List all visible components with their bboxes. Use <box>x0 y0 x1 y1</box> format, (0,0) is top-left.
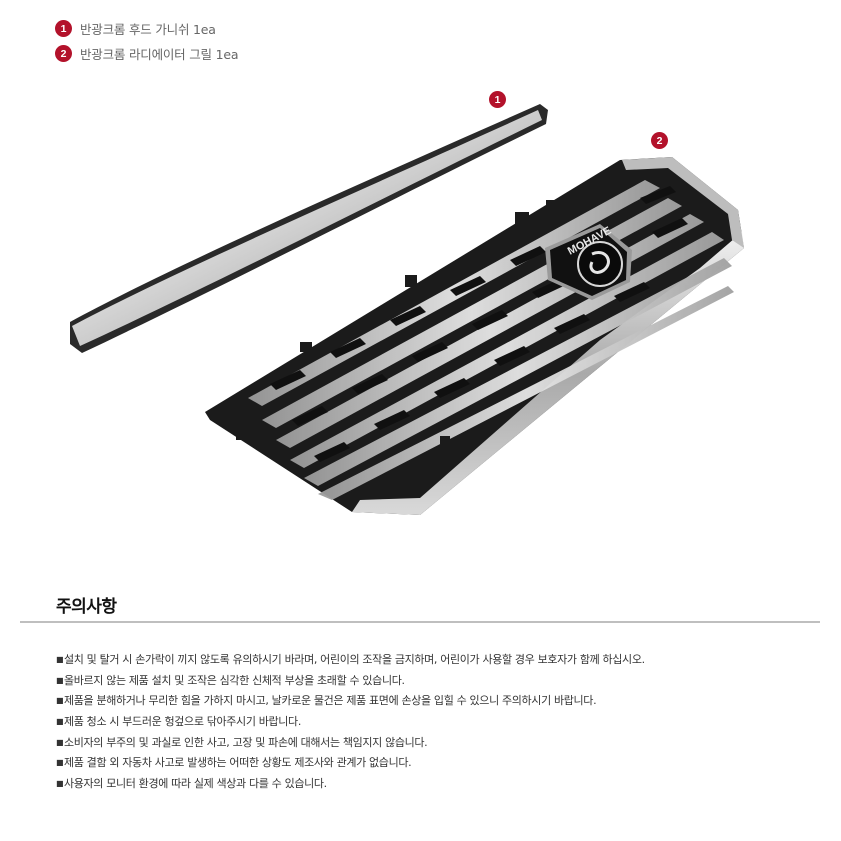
divider <box>20 621 820 623</box>
callout-2: 2 <box>651 132 668 149</box>
list-item: ■제품을 분해하거나 무리한 힘을 가하지 마시고, 날카로운 물건은 제품 표… <box>56 691 645 712</box>
item-1: 1 반광크롬 후드 가니쉬 1ea <box>55 19 216 38</box>
bullet-icon: ■ <box>56 675 64 685</box>
list-item: ■사용자의 모니터 환경에 따라 실제 색상과 다를 수 있습니다. <box>56 774 645 795</box>
bullet-icon: ■ <box>56 737 64 747</box>
bullet-icon: ■ <box>56 655 64 664</box>
bullet-icon: ■ <box>56 717 64 727</box>
item-number-badge: 2 <box>55 45 72 62</box>
callout-1: 1 <box>489 91 506 108</box>
item-number-badge: 1 <box>55 20 72 37</box>
list-item: ■올바르지 않는 제품 설치 및 조작은 심각한 신체적 부상을 초래할 수 있… <box>56 671 645 692</box>
item-2: 2 반광크롬 라디에이터 그릴 1ea <box>55 44 239 63</box>
bullet-icon: ■ <box>56 696 64 706</box>
bullet-icon: ■ <box>56 758 64 768</box>
precaution-list: ■설치 및 탈거 시 손가락이 끼지 않도록 유의하시기 바라며, 어린이의 조… <box>56 650 645 795</box>
list-item: ■소비자의 부주의 및 과실로 인한 사고, 고장 및 파손에 대해서는 책임지… <box>56 733 645 754</box>
list-item: ■설치 및 탈거 시 손가락이 끼지 않도록 유의하시기 바라며, 어린이의 조… <box>56 650 645 671</box>
list-item: ■제품 결함 외 자동차 사고로 발생하는 어떠한 상황도 제조사와 관계가 없… <box>56 753 645 774</box>
product-image: MOHAVE <box>70 104 744 515</box>
hood-garnish <box>70 104 548 353</box>
mohave-emblem: MOHAVE <box>545 224 632 300</box>
item-label: 반광크롬 라디에이터 그릴 1ea <box>80 47 239 62</box>
bullet-icon: ■ <box>56 779 64 789</box>
radiator-grille: MOHAVE <box>205 157 744 515</box>
section-title: 주의사항 <box>56 597 117 617</box>
list-item: ■제품 청소 시 부드러운 헝겊으로 닦아주시기 바랍니다. <box>56 712 645 733</box>
item-label: 반광크롬 후드 가니쉬 1ea <box>80 22 216 37</box>
